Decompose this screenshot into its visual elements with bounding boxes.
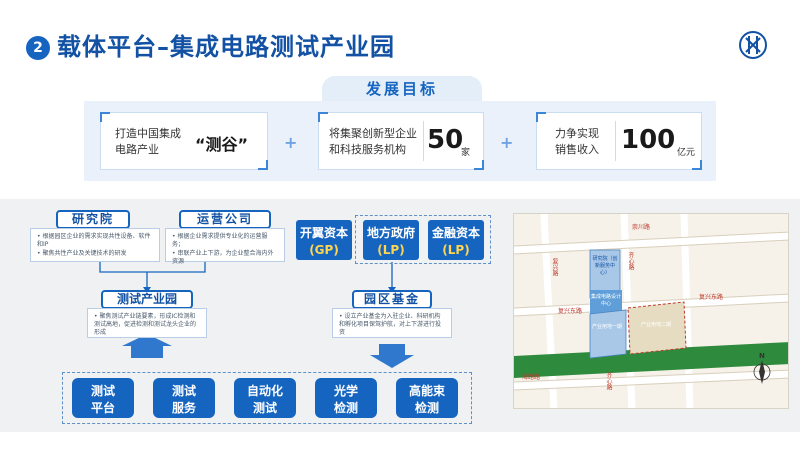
goal3-unit: 亿元: [677, 148, 696, 158]
goals-tab-label: 发展目标: [322, 76, 482, 102]
park-fund-title: 园区基金: [352, 290, 432, 309]
capital-role: (GP): [309, 243, 339, 257]
capital-role: (LP): [442, 243, 470, 257]
goal-card-revenue: 力争实现 销售收入 100 亿元: [536, 112, 702, 170]
capital-role: (LP): [377, 243, 405, 257]
test-park-group: 测试产业园 • 聚焦测试产业链要素，形成IC检测和测试高地，促进检测和测试龙头企…: [87, 290, 207, 338]
service-line1: 自动化: [246, 384, 283, 398]
goal1-highlight: “测谷”: [195, 135, 249, 154]
map-area-phase1: 产业用地一期: [592, 324, 623, 330]
goal3-line2: 销售收入: [555, 143, 599, 156]
road-label-bottom: 海路路: [522, 374, 541, 381]
capital-name: 地方政府: [366, 226, 415, 240]
road-label-v3: 齐心路: [605, 372, 612, 390]
compass-north-label: N: [759, 352, 765, 360]
capital-lp-financial: 金融资本 (LP): [428, 220, 484, 260]
park-item-1: • 聚焦测试产业链要素，形成IC检测和测试高地，促进检测和测试龙头企业的形成: [94, 313, 197, 336]
service-line2: 测试: [252, 401, 277, 415]
research-item-1: • 根据园区企业的需求实现共性设备、软件和IP: [37, 233, 151, 248]
plus-sign-2: +: [500, 133, 514, 152]
company-logo-icon: [739, 31, 767, 59]
goal3-line1: 力争实现: [555, 127, 599, 140]
service-line1: 测试: [171, 384, 196, 398]
capital-name: 开翼资本: [299, 226, 348, 240]
operations-company-desc: • 根据企业需求提供专业化的运营服务； • 串联产业上下游，为企业整合海内外资源: [165, 228, 285, 265]
park-fund-desc: • 设立产业基金为入驻企业、科研机构和孵化项目保驾护航，对上下游进行投资: [332, 308, 452, 338]
connector-lines: [99, 262, 414, 368]
goal3-divider: [615, 121, 616, 161]
site-map: 崇川路 复兴东路 复兴东路 海路路 复兴路 齐心路 齐心路 研究院（创新服务中心…: [513, 213, 789, 409]
test-park-desc: • 聚焦测试产业链要素，形成IC检测和测试高地，促进检测和测试龙头企业的形成: [87, 308, 207, 338]
goal2-line1: 将集聚创新型企业: [329, 127, 417, 140]
service-line1: 测试: [90, 384, 115, 398]
park-fund-group: 园区基金 • 设立产业基金为入驻企业、科研机构和孵化项目保驾护航，对上下游进行投…: [332, 290, 452, 338]
road-label-v2: 齐心路: [627, 252, 634, 270]
goal2-unit: 家: [461, 148, 471, 158]
operations-company-title: 运营公司: [179, 210, 271, 229]
map-area-design-center: 集成电路设计中心: [590, 294, 621, 307]
goal2-line2: 和科技服务机构: [329, 143, 406, 156]
page-title: 载体平台–集成电路测试产业园: [57, 33, 395, 61]
road-label-mid1: 复兴东路: [558, 308, 583, 315]
lp-dashed-group: [355, 215, 491, 264]
site-map-drawing: [514, 214, 788, 408]
goal2-divider: [423, 121, 424, 161]
service-optical-inspection: 光学 检测: [315, 378, 377, 418]
service-line2: 服务: [171, 401, 196, 415]
ops-item-2: • 串联产业上下游，为企业整合海内外资源: [172, 250, 274, 265]
map-area-phase2: 产业用地二期: [640, 322, 671, 328]
research-institute-title: 研究院: [56, 210, 130, 229]
service-test-service: 测试 服务: [153, 378, 215, 418]
research-institute-desc: • 根据园区企业的需求实现共性设备、软件和IP • 聚焦共性产业及关键技术的研发: [30, 228, 160, 262]
service-line2: 检测: [414, 401, 439, 415]
service-auto-test: 自动化 测试: [234, 378, 296, 418]
service-line2: 平台: [90, 401, 115, 415]
service-line1: 高能束: [408, 384, 445, 398]
service-line2: 检测: [333, 401, 358, 415]
research-item-2: • 聚焦共性产业及关键技术的研发: [37, 250, 127, 257]
fund-item-1: • 设立产业基金为入驻企业、科研机构和孵化项目保驾护航，对上下游进行投资: [339, 313, 442, 336]
service-beam-inspection: 高能束 检测: [396, 378, 458, 418]
section-number-badge: 2: [26, 36, 50, 60]
road-label-left: 复兴路: [551, 258, 558, 276]
map-area-research: 研究院（创新服务中心）: [592, 256, 618, 276]
goal1-line1: 打造中国集成: [115, 127, 181, 140]
ops-item-1: • 根据企业需求提供专业化的运营服务；: [172, 233, 268, 248]
test-park-title: 测试产业园: [101, 290, 193, 309]
goal1-line2: 电路产业: [115, 143, 159, 156]
goal3-value: 100: [621, 125, 676, 155]
services-dashed-group: [62, 372, 472, 424]
capital-gp-kaiyi: 开翼资本 (GP): [296, 220, 352, 260]
service-test-platform: 测试 平台: [72, 378, 134, 418]
goal-card-enterprises: 将集聚创新型企业 和科技服务机构 50 家: [318, 112, 484, 170]
capital-lp-government: 地方政府 (LP): [363, 220, 419, 260]
goal-card-valley: 打造中国集成 电路产业 “测谷”: [100, 112, 268, 170]
goal2-value: 50: [427, 125, 464, 155]
road-label-top: 崇川路: [632, 224, 651, 231]
operations-company-group: 运营公司 • 根据企业需求提供专业化的运营服务； • 串联产业上下游，为企业整合…: [165, 210, 285, 265]
road-label-mid2: 复兴东路: [699, 294, 724, 301]
research-institute-group: 研究院 • 根据园区企业的需求实现共性设备、软件和IP • 聚焦共性产业及关键技…: [30, 210, 160, 264]
capital-name: 金融资本: [431, 226, 480, 240]
service-line1: 光学: [333, 384, 358, 398]
plus-sign: +: [284, 133, 298, 152]
